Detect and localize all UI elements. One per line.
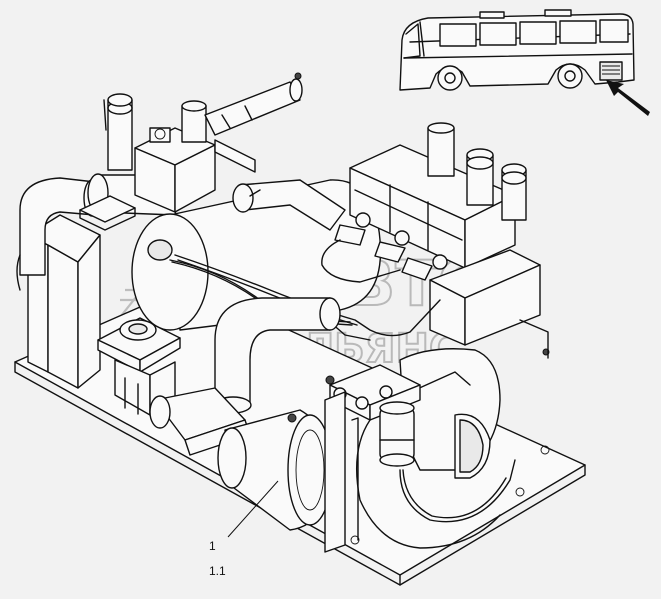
fuel-filter xyxy=(324,364,516,553)
bracket-left xyxy=(79,195,136,231)
connecting-pipe xyxy=(232,179,346,231)
callout-leader xyxy=(227,480,279,538)
fan-housing xyxy=(399,348,501,479)
callout-1: 1 xyxy=(209,539,216,553)
bus-silhouette xyxy=(399,9,635,91)
location-arrow xyxy=(606,80,650,116)
burner-modules xyxy=(334,122,550,359)
silencer xyxy=(149,387,333,531)
callout-1-1: 1.1 xyxy=(209,564,226,578)
